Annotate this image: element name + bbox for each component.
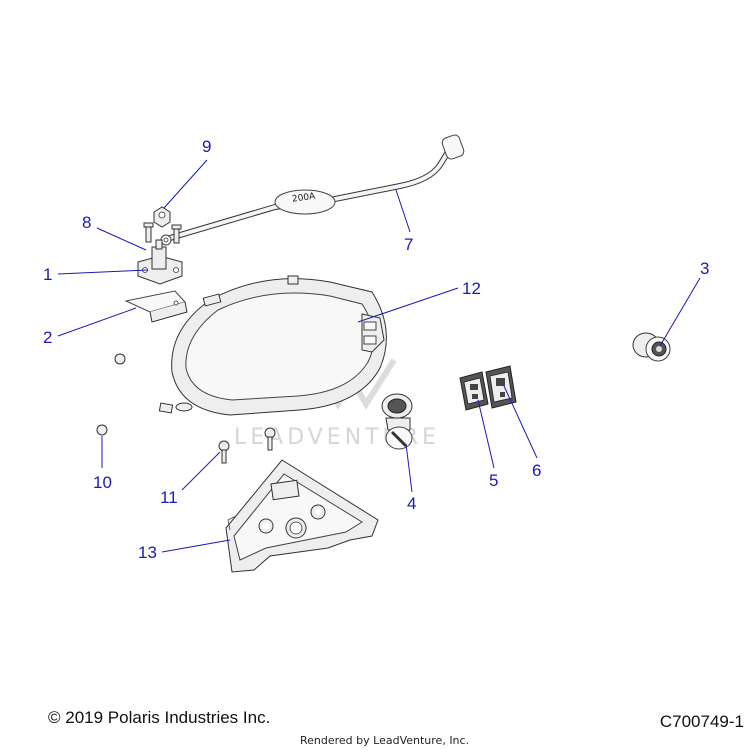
- callout-7: 7: [404, 235, 413, 254]
- callout-1: 1: [43, 265, 52, 284]
- callout-11: 11: [160, 488, 178, 507]
- callouts: 1 2 3 4 5 6 7 8 9 10 11 12 13: [43, 137, 709, 562]
- fastener-10-part: [96, 353, 126, 436]
- callout-13: 13: [138, 543, 157, 562]
- cable-label: 200A: [291, 191, 316, 204]
- instrument-cluster-part: [158, 275, 387, 416]
- leader-lines: [57, 159, 701, 553]
- nut-part: [153, 206, 171, 228]
- callout-6: 6: [532, 461, 541, 480]
- copyright-text: © 2019 Polaris Industries Inc.: [48, 708, 271, 727]
- socket-part: [632, 332, 671, 362]
- rendered-by-text: Rendered by LeadVenture, Inc.: [300, 734, 470, 747]
- callout-5: 5: [489, 471, 498, 490]
- screw-11-part: [218, 427, 276, 464]
- callout-12: 12: [462, 279, 481, 298]
- callout-8: 8: [82, 213, 91, 232]
- diagram-id: C700749-1: [659, 712, 744, 731]
- cable-200a-part: 200A: [160, 134, 465, 246]
- callout-9: 9: [202, 137, 211, 156]
- terminal-block-part: [137, 239, 183, 285]
- callout-3: 3: [700, 259, 709, 278]
- ignition-switch-part: [381, 393, 413, 450]
- callout-10: 10: [93, 473, 112, 492]
- switch-5-part: [459, 371, 489, 411]
- mounting-plate-part: [225, 459, 379, 573]
- bracket-part: [124, 290, 188, 323]
- callout-4: 4: [407, 494, 416, 513]
- switch-6-part: [485, 365, 517, 409]
- callout-2: 2: [43, 328, 52, 347]
- bolt-part: [143, 222, 182, 244]
